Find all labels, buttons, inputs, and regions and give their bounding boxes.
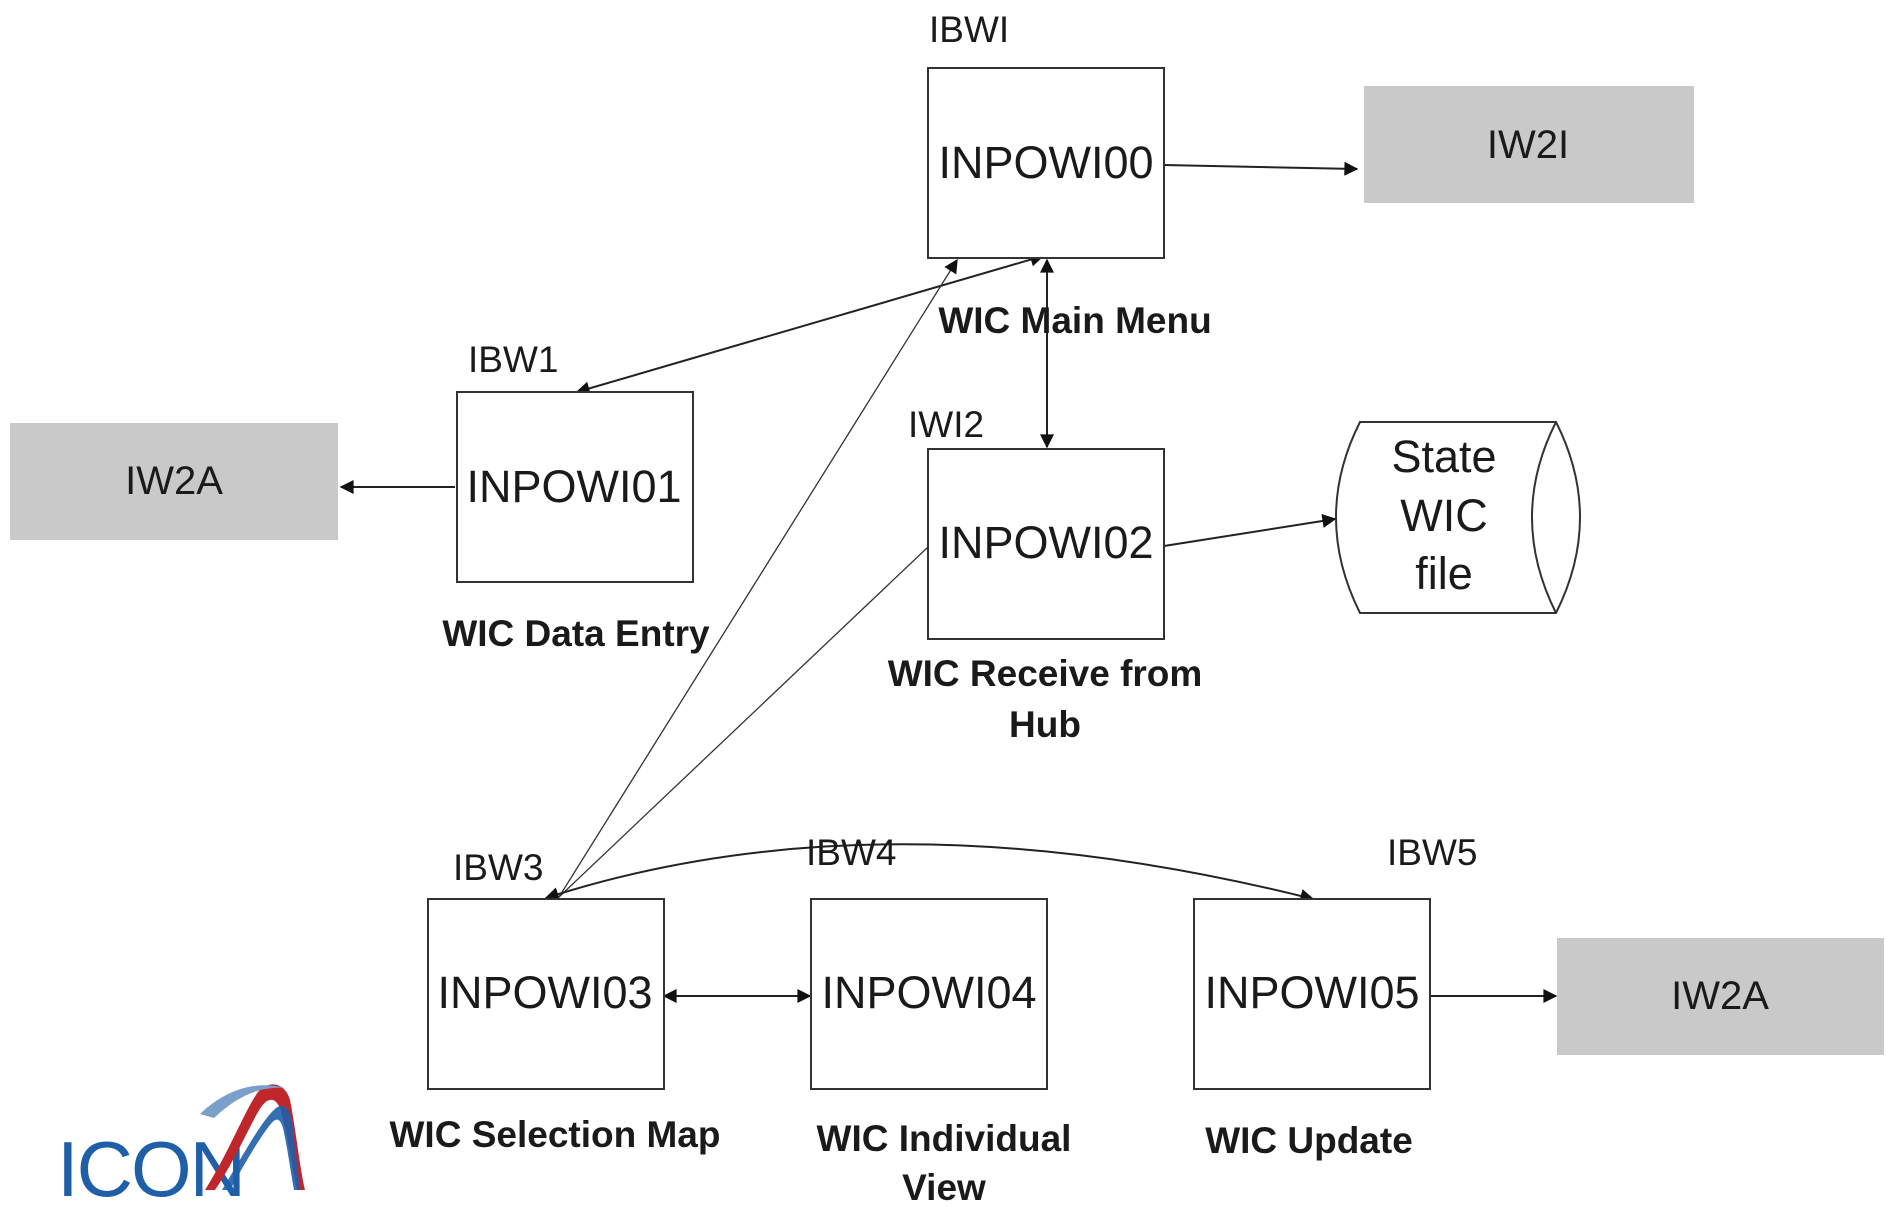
node-inpowi02: IWI2 INPOWI02 WIC Receive from Hub [888,404,1203,745]
edge-02-to-file [1163,514,1337,547]
external-iw2a-left: IW2A [10,423,338,540]
node-code: IBW3 [453,847,543,888]
logo-swoosh-icon [200,1084,305,1190]
node-code: IBW1 [468,339,558,380]
edge-03-to-00 [558,258,958,898]
node-inpowi04: IBW4 INPOWI04 WIC Individual View [806,832,1071,1207]
node-program: INPOWI03 [437,967,652,1018]
node-inpowi03: IBW3 INPOWI03 WIC Selection Map [390,847,721,1155]
node-caption: WIC Update [1205,1120,1413,1161]
datastore-line-2: WIC [1400,490,1487,541]
node-program: INPOWI05 [1204,967,1419,1018]
node-caption: WIC Data Entry [442,613,710,654]
node-inpowi00: IBWI INPOWI00 WIC Main Menu [927,9,1212,341]
node-code: IBW5 [1387,832,1477,873]
icon-logo: ICON [57,1084,305,1207]
node-program: INPOWI01 [466,461,681,512]
edge-03-05 [544,843,1315,903]
node-caption: WIC Main Menu [938,300,1211,341]
external-iw2i-label: IW2I [1487,123,1569,167]
node-caption-line-2: Hub [1009,704,1081,745]
node-caption-line-1: WIC Receive from [888,653,1203,694]
node-program: INPOWI04 [821,967,1036,1018]
external-iw2a-right: IW2A [1557,938,1884,1055]
node-program: INPOWI02 [938,517,1153,568]
node-caption-line-2: View [902,1167,986,1207]
datastore-line-3: file [1415,548,1473,599]
edge-00-to-iw2i [1163,161,1359,176]
node-inpowi05: IBW5 INPOWI05 WIC Update [1193,832,1477,1161]
datastore-line-1: State [1391,431,1496,482]
connectors [339,161,1558,1003]
node-caption-line-1: WIC Individual [817,1118,1072,1159]
node-code: IBW4 [806,832,896,873]
logo-text: ICON [57,1125,244,1207]
datastore-state-wic-file: State WIC file [1335,421,1581,614]
node-code: IBWI [929,9,1009,50]
external-iw2a-right-label: IW2A [1671,974,1769,1018]
node-code: IWI2 [908,404,984,445]
node-inpowi01: IBW1 INPOWI01 WIC Data Entry [442,339,710,654]
edge-00-01 [575,252,1045,396]
external-iw2a-left-label: IW2A [125,459,223,503]
external-iw2i: IW2I [1364,86,1694,203]
edge-03-02 [558,546,929,898]
node-caption: WIC Selection Map [390,1114,721,1155]
node-program: INPOWI00 [938,137,1153,188]
